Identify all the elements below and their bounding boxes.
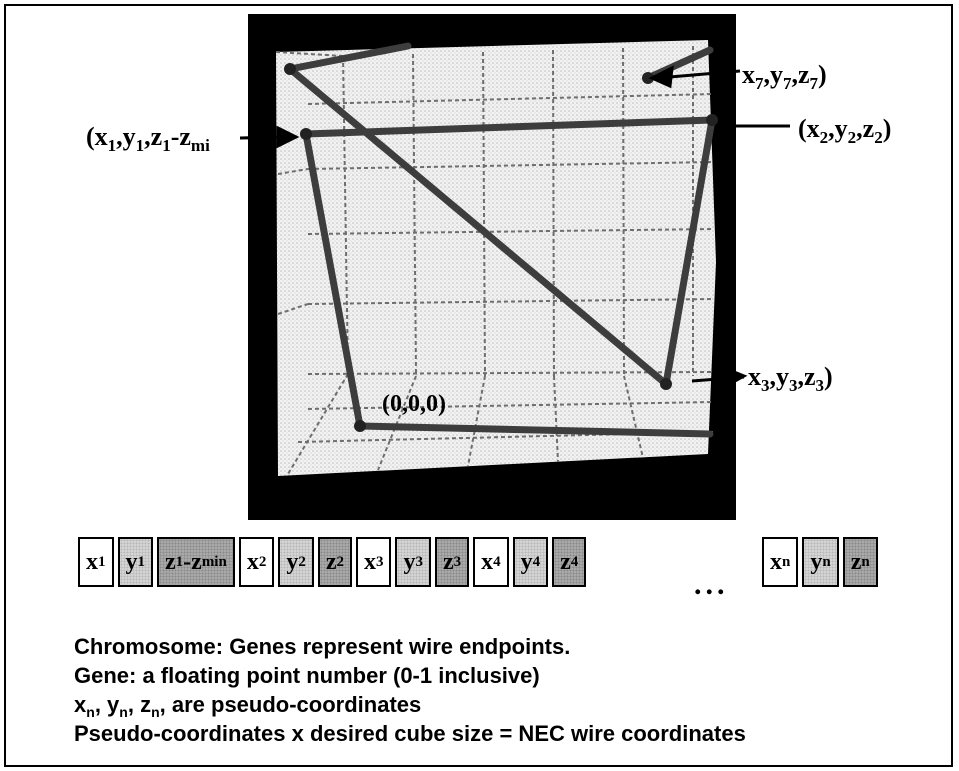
gene-ellipsis: ... (694, 568, 729, 601)
arrow-p1-head (276, 125, 300, 149)
note-pseudo-coordinates: xn, yn, zn, are pseudo-coordinates (74, 692, 422, 720)
note-pseudo-suffix: , are pseudo-coordinates (159, 692, 422, 717)
arrow-p3 (691, 375, 745, 383)
caption-notes: Chromosome: Genes represent wire endpoin… (74, 632, 746, 748)
wire-cube-diagram (248, 14, 736, 525)
label-point-2: (x2,y2,z2) (798, 114, 892, 147)
arrow-p7-head (648, 65, 674, 89)
wire-endpoints (284, 63, 718, 432)
label-origin: (0,0,0) (382, 391, 446, 417)
note-wire-coordinates: Pseudo-coordinates x desired cube size =… (74, 721, 746, 746)
label-point-7: x7,y7,z7) (742, 60, 827, 93)
label-point-3: x3,y3,z3) (748, 362, 833, 395)
note-gene: Gene: a floating point number (0-1 inclu… (74, 663, 540, 688)
wire-segments (286, 42, 716, 438)
cube-svg (248, 14, 736, 520)
note-chromosome: Chromosome: Genes represent wire endpoin… (74, 634, 571, 659)
label-point-1: (x1,y1,z1-zmi (86, 122, 210, 155)
